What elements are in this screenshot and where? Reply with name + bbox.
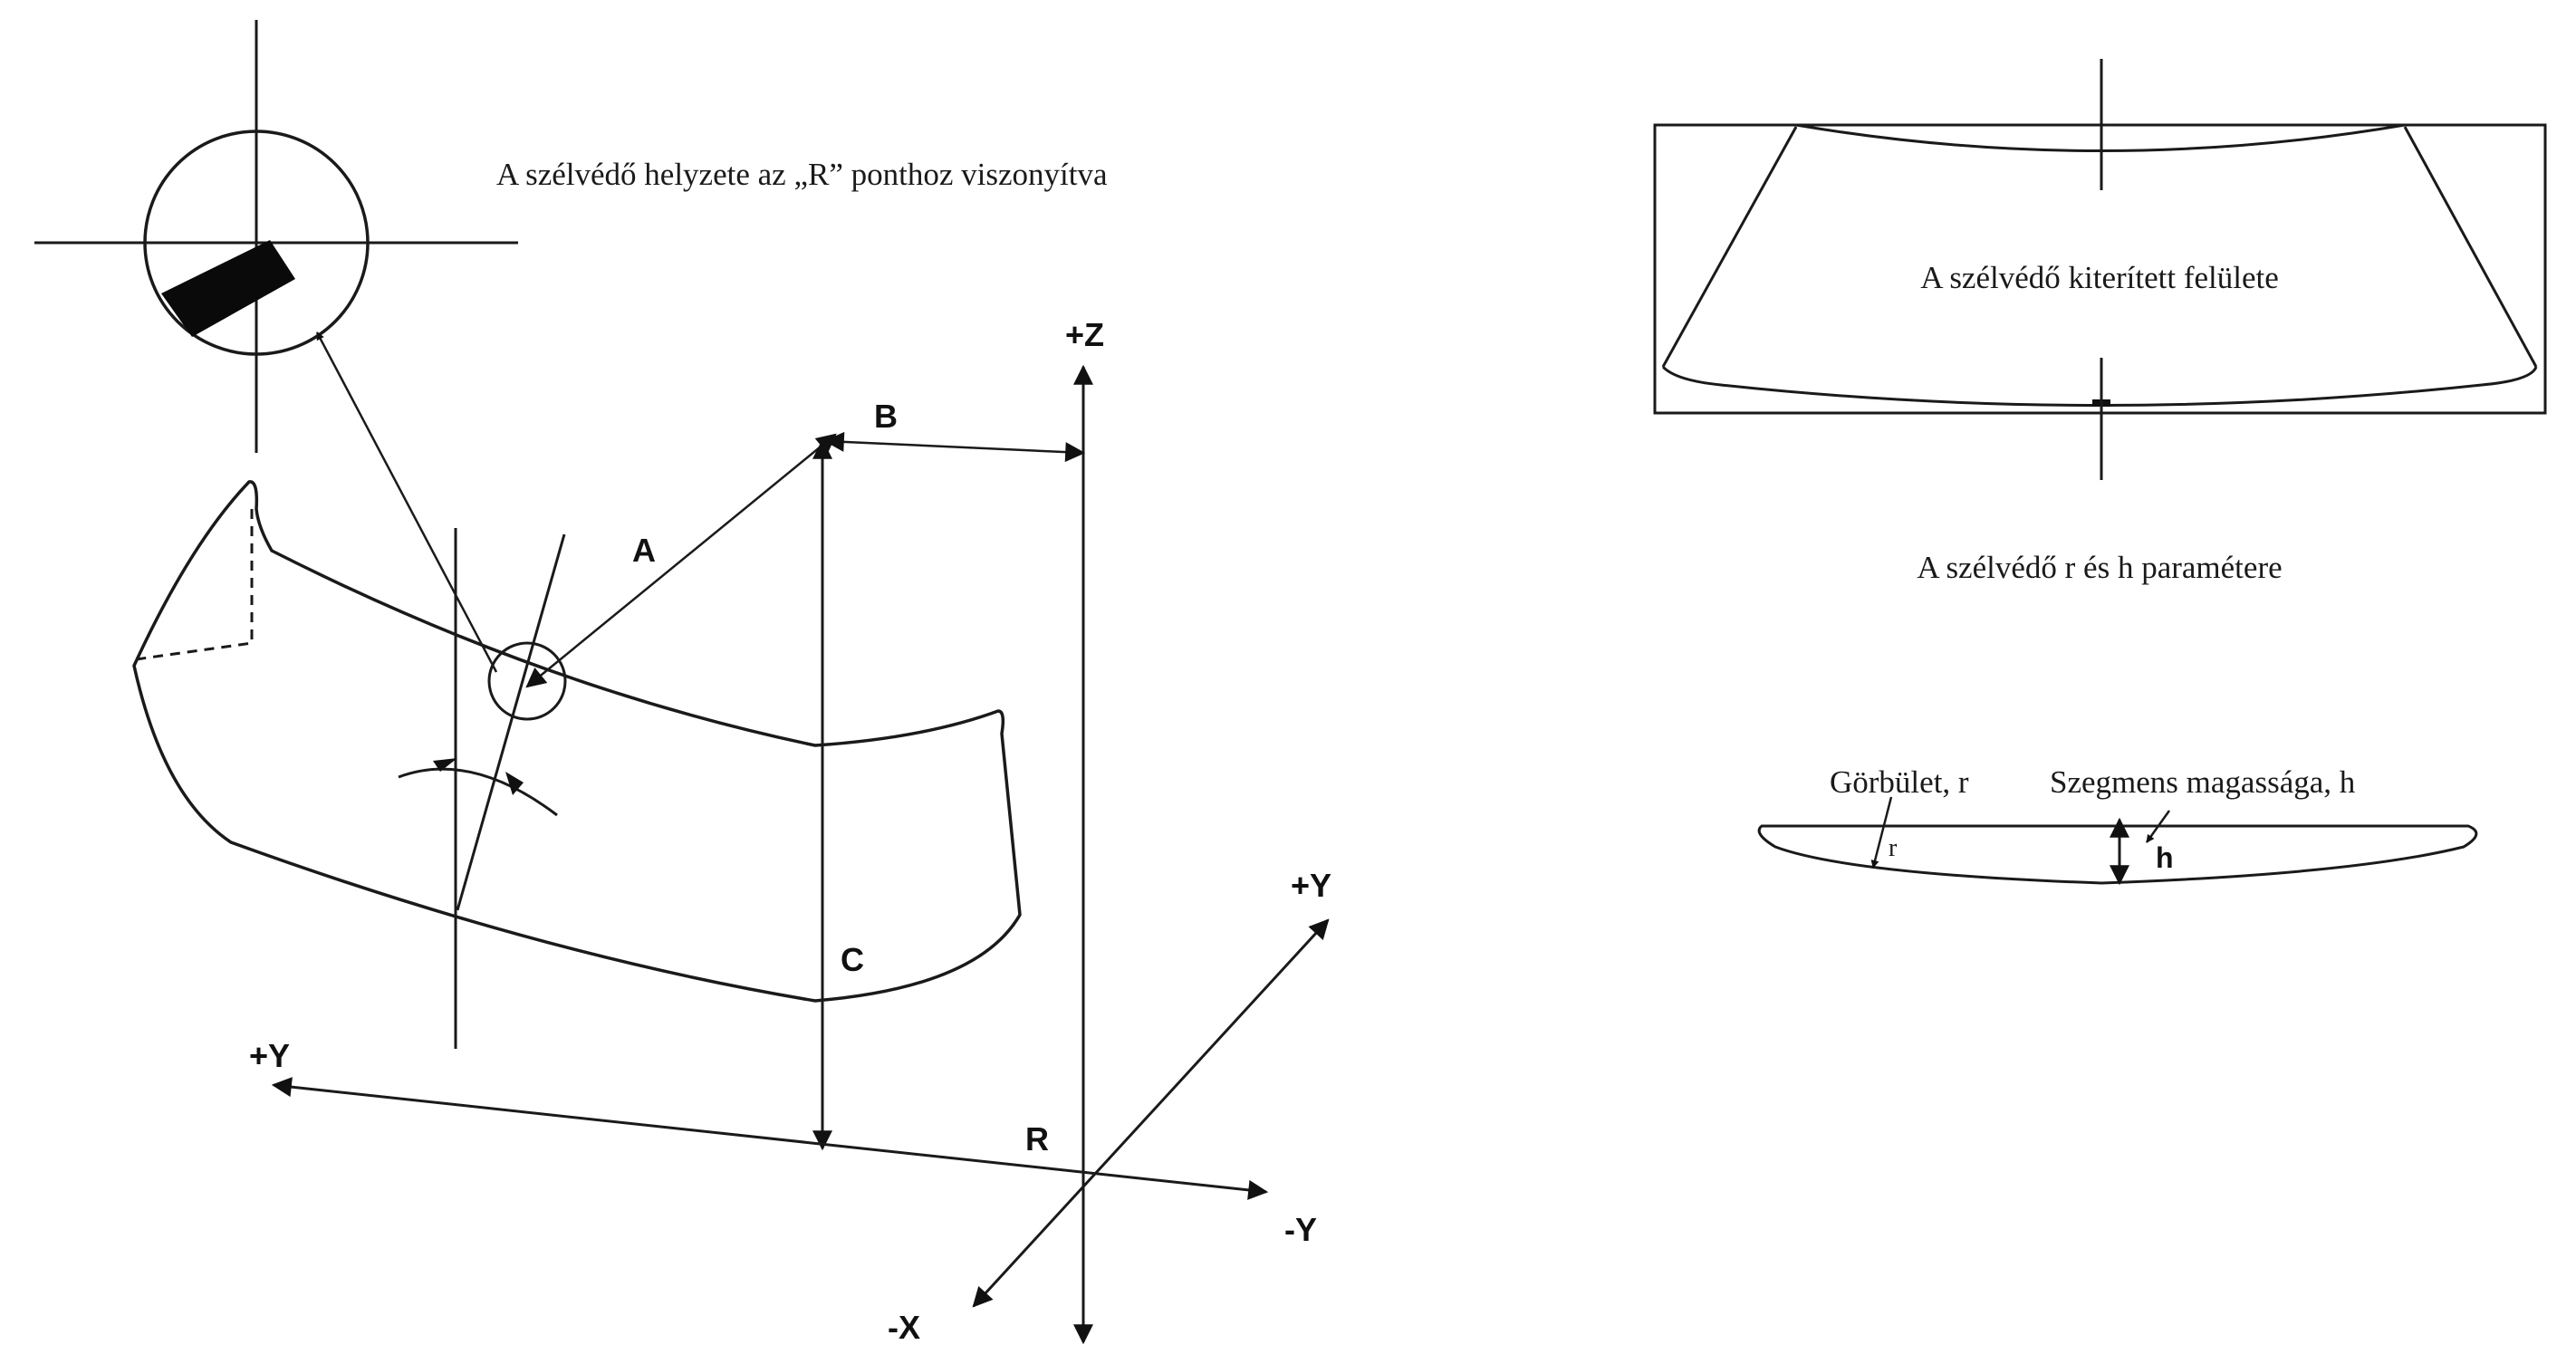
axis-label-plus-z: +Z xyxy=(1065,316,1104,353)
reference-point-circle xyxy=(487,641,567,721)
h-symbol: h xyxy=(2156,841,2174,874)
angle-arrowhead-right xyxy=(505,772,524,795)
position-diagram: A B C +Z +Y +Y -Y -X R A szélvédő helyze… xyxy=(34,20,1331,1346)
developed-surface-diagram: A szélvédő kiterített felülete xyxy=(1653,59,2547,480)
curvature-label: Görbület, r xyxy=(1830,764,1969,800)
axis-label-plus-y-left: +Y xyxy=(249,1037,290,1074)
segment-profile xyxy=(1757,824,2478,885)
y-axis xyxy=(271,1077,1269,1200)
curvature-leader xyxy=(1870,796,1893,869)
detail-view xyxy=(34,20,518,453)
segment-height-label: Szegmens magassága, h xyxy=(2050,764,2356,800)
angle-arc xyxy=(398,767,558,817)
developed-surface-title: A szélvédő kiterített felülete xyxy=(1920,260,2279,295)
r-symbol: r xyxy=(1889,834,1898,862)
dimension-a-line xyxy=(525,433,837,688)
dimension-c-label: C xyxy=(841,941,864,978)
dimension-b-line xyxy=(823,431,1086,463)
right-side-edge xyxy=(2403,126,2538,368)
angle-arrowhead-left xyxy=(433,758,457,772)
left-side-edge xyxy=(1661,126,1798,368)
inclination-line xyxy=(456,533,566,911)
coordinate-axes xyxy=(271,364,1330,1345)
axis-label-minus-x: -X xyxy=(888,1309,920,1346)
origin-label-r: R xyxy=(1025,1120,1049,1157)
x-axis xyxy=(972,918,1330,1308)
height-leader xyxy=(2145,810,2171,843)
windscreen-shape xyxy=(132,480,1022,1003)
windscreen-outline xyxy=(132,480,1022,1003)
hidden-edge xyxy=(135,509,254,661)
axis-label-minus-y: -Y xyxy=(1284,1211,1317,1248)
parameters-title: A szélvédő r és h paramétere xyxy=(1917,550,2282,585)
glass-cross-section xyxy=(161,240,295,337)
inclination-angle xyxy=(398,758,558,817)
axis-label-plus-y-right: +Y xyxy=(1291,867,1331,904)
detail-circle xyxy=(143,130,370,356)
dimension-a-label: A xyxy=(632,532,656,569)
parameters-diagram: A szélvédő r és h paramétere Görbület, r… xyxy=(1757,550,2478,886)
detail-pointer-arrow xyxy=(315,331,498,673)
dimension-b-label: B xyxy=(874,398,898,435)
position-title: A szélvédő helyzete az „R” ponthoz viszo… xyxy=(496,157,1108,192)
